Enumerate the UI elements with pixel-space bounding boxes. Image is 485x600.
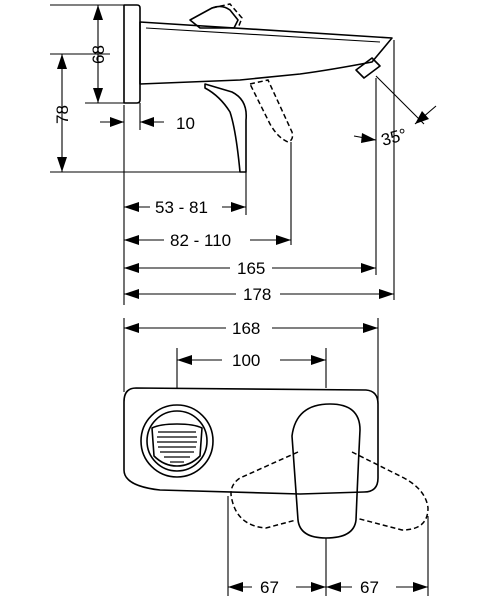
spout-highlight <box>145 27 381 43</box>
dim-168-arrow-left <box>124 323 139 333</box>
dim-168-label: 168 <box>232 319 260 338</box>
angle-ray <box>375 75 425 125</box>
top-plate <box>123 387 379 495</box>
dim-78-label: 78 <box>53 105 72 124</box>
dim-53-81-label: 53 - 81 <box>155 198 208 217</box>
dim-165-arrow-right <box>361 263 376 273</box>
lever-top <box>189 5 239 29</box>
lever-swing-right <box>351 451 429 531</box>
dim-68-label: 68 <box>89 45 108 64</box>
angle-arrow-right <box>415 111 429 124</box>
dim-178-arrow-left <box>124 289 139 299</box>
dim-78-arrow-bottom <box>57 157 67 172</box>
spout-tip <box>355 57 381 79</box>
dim-165-arrow-left <box>124 263 139 273</box>
dim-67-left-label: 67 <box>260 578 279 597</box>
dim-67-left-arrow-a <box>228 582 243 592</box>
wall-plate <box>123 4 141 104</box>
dim-82-110-arrow-left <box>124 235 139 245</box>
side-view: 68 78 10 35° 53 - 81 82 - 110 <box>50 3 437 305</box>
knob-grip <box>151 423 203 467</box>
handle-alt <box>248 79 294 143</box>
dim-10-arrow-left <box>110 117 124 127</box>
dim-68-arrow-top <box>93 5 103 20</box>
lever-top-alt <box>211 3 243 29</box>
dim-10-label: 10 <box>176 114 195 133</box>
knob-inner <box>146 410 208 472</box>
angle-35-label: 35° <box>379 125 409 150</box>
spout-body <box>139 21 393 85</box>
dim-100-label: 100 <box>232 351 260 370</box>
dim-67-right-label: 67 <box>360 578 379 597</box>
lever-swing-left <box>230 451 299 529</box>
knob-hatch <box>157 431 197 463</box>
handle-solid <box>204 83 248 173</box>
dim-53-81-arrow-left <box>124 202 139 212</box>
knob-outer <box>140 404 214 478</box>
dim-10-arrow-right <box>140 117 154 127</box>
dim-53-81-arrow-right <box>231 202 246 212</box>
dim-82-110-arrow-right <box>276 235 291 245</box>
dim-67-right-arrow-a <box>326 582 341 592</box>
dim-178-label: 178 <box>243 285 271 304</box>
lever-top-view <box>291 403 361 539</box>
dim-165-label: 165 <box>237 259 265 278</box>
dim-168-arrow-right <box>363 323 378 333</box>
angle-arrow-left <box>361 133 376 143</box>
dim-82-110-label: 82 - 110 <box>170 231 231 250</box>
dim-78-arrow-top <box>57 54 67 69</box>
dim-100-arrow-right <box>311 355 326 365</box>
dim-100-arrow-left <box>177 355 192 365</box>
dim-178-arrow-right <box>379 289 394 299</box>
top-view: 168 100 <box>123 318 429 597</box>
dim-67-right-arrow-b <box>413 582 428 592</box>
dim-67-left-arrow-b <box>311 582 326 592</box>
dim-68-arrow-bottom <box>93 88 103 103</box>
